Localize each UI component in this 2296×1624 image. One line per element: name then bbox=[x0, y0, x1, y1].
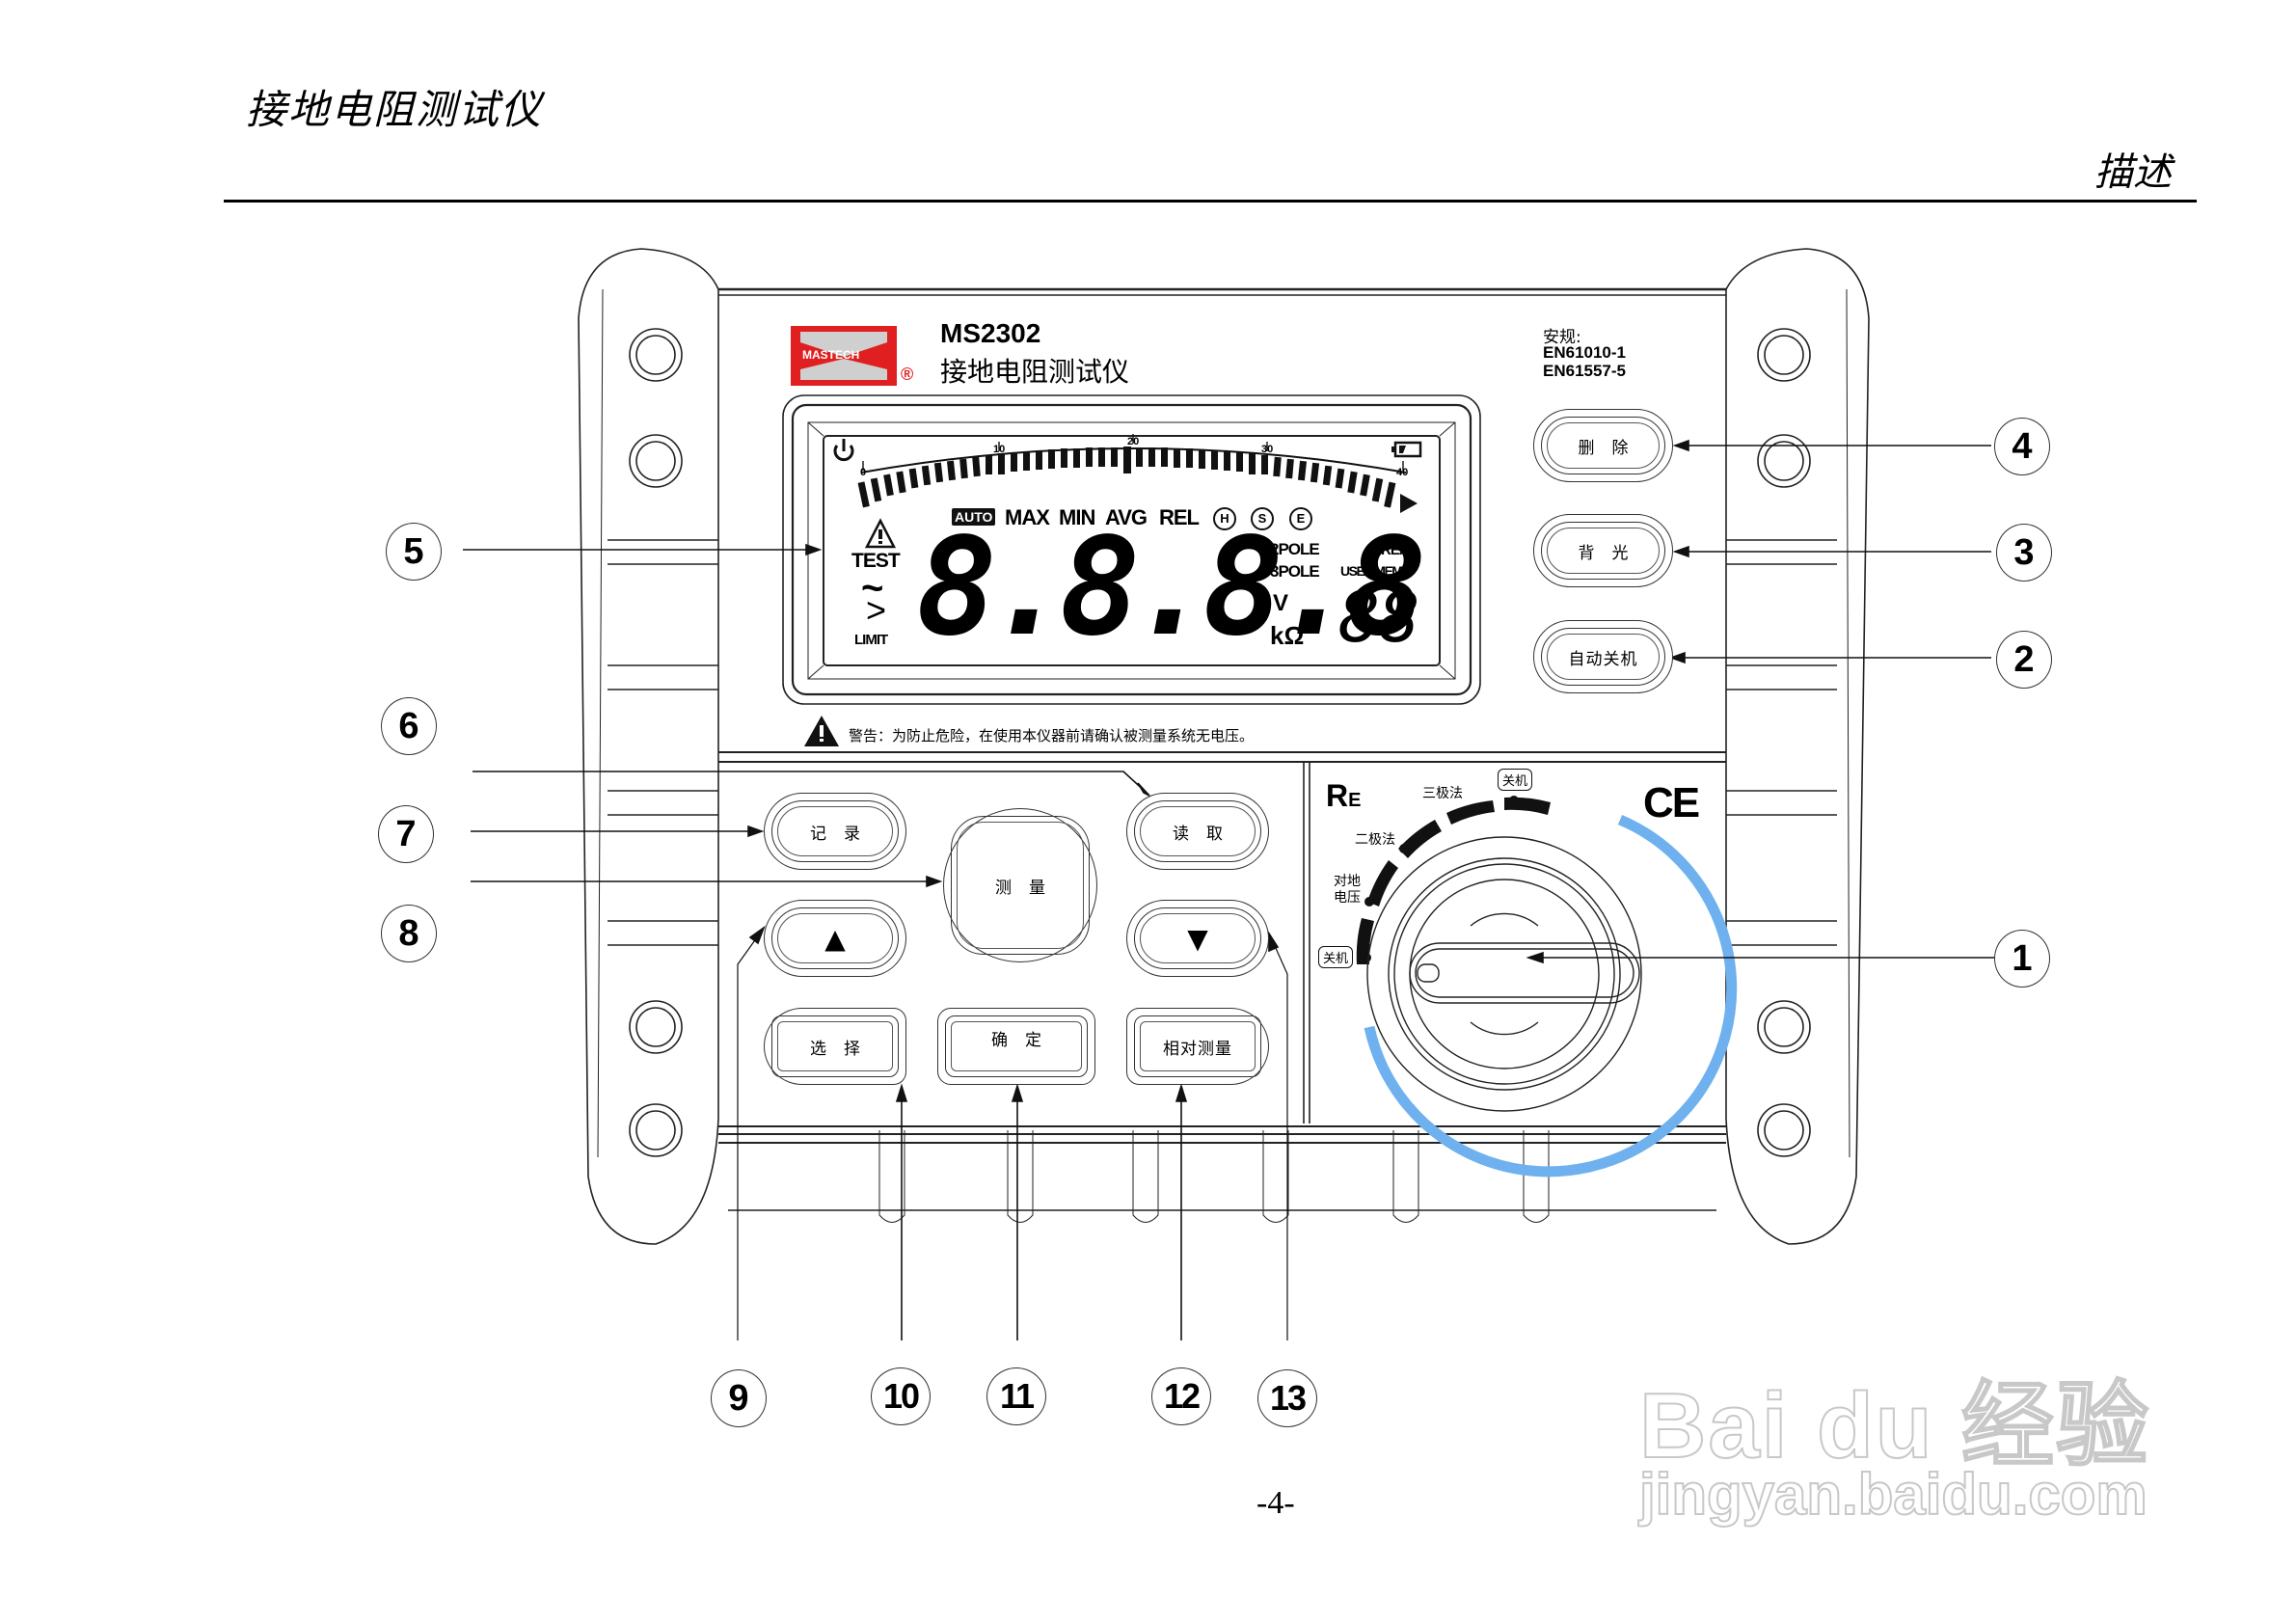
document-title: 接地电阻测试仪 bbox=[246, 86, 544, 133]
lcd-3pole: 3POLE bbox=[1270, 562, 1320, 581]
scale-tick-30: 30 bbox=[1261, 444, 1274, 455]
lcd-bargraph bbox=[857, 434, 1418, 513]
dial-position-three-pole[interactable]: 三极法 bbox=[1422, 786, 1463, 801]
measure-button[interactable]: 测量 bbox=[943, 808, 1097, 962]
callout-5: 5 bbox=[386, 523, 442, 581]
callout-13: 13 bbox=[1257, 1369, 1317, 1427]
scale-tick-10: 10 bbox=[993, 444, 1006, 455]
confirm-button[interactable]: 确定 bbox=[937, 1008, 1095, 1085]
lcd-unit-volt: V bbox=[1273, 590, 1289, 616]
lcd-warning-icon bbox=[864, 518, 897, 549]
lcd-s-indicator: S bbox=[1251, 507, 1274, 530]
read-button[interactable]: 读取 bbox=[1126, 793, 1269, 870]
lcd-max: MAX bbox=[1005, 505, 1050, 529]
backlight-button[interactable]: 背光 bbox=[1533, 514, 1673, 587]
dial-position-two-pole[interactable]: 二极法 bbox=[1355, 832, 1395, 848]
lcd-avg: AVG bbox=[1105, 505, 1148, 529]
brand-label: MASTECH bbox=[802, 348, 860, 362]
lcd-min: MIN bbox=[1059, 505, 1095, 529]
dial-re-label: RE bbox=[1326, 778, 1362, 813]
lcd-rel: REL bbox=[1159, 505, 1200, 529]
dial-position-off-top[interactable]: 关机 bbox=[1498, 769, 1533, 791]
model-number: MS2302 bbox=[940, 318, 1041, 348]
callout-11: 11 bbox=[986, 1367, 1046, 1425]
up-arrow-icon: ▲ bbox=[824, 922, 846, 955]
leader-lines bbox=[463, 439, 1994, 1340]
ce-mark: CE bbox=[1643, 779, 1700, 826]
lcd-2pole: 2POLE bbox=[1270, 540, 1320, 558]
callout-10: 10 bbox=[871, 1367, 931, 1425]
page-number: -4- bbox=[1256, 1485, 1295, 1521]
record-button[interactable]: 记录 bbox=[764, 793, 906, 870]
panel-warning-icon bbox=[804, 716, 839, 746]
standard-1: EN61010-1 bbox=[1543, 343, 1627, 362]
scale-tick-20: 20 bbox=[1127, 436, 1140, 447]
auto-power-off-button[interactable]: 自动关机 bbox=[1533, 620, 1673, 693]
delete-button[interactable]: 删除 bbox=[1533, 409, 1673, 482]
lcd-battery-icon bbox=[1391, 441, 1422, 458]
lcd-auto-indicator: AUTO bbox=[952, 508, 996, 526]
rotary-switch-knob[interactable] bbox=[1410, 943, 1639, 1003]
baidu-watermark-url: jingyan.baidu.com bbox=[1638, 1461, 2148, 1528]
lcd-read: READ bbox=[1381, 542, 1419, 558]
lcd-main-digits: 8.8.8.8 bbox=[916, 509, 1427, 666]
lcd-ac-icon: ~ bbox=[861, 567, 884, 609]
relative-measure-button[interactable]: 相对测量 bbox=[1126, 1008, 1269, 1085]
warning-text: 警告：为防止危险，在使用本仪器前请确认被测量系统无电压。 bbox=[849, 727, 1255, 744]
lcd-h-indicator: H bbox=[1213, 507, 1236, 530]
callout-6: 6 bbox=[381, 697, 437, 755]
lcd-test: TEST bbox=[851, 550, 901, 572]
callout-7: 7 bbox=[378, 805, 434, 863]
dial-position-ground-voltage[interactable]: 对地电压 bbox=[1334, 874, 1361, 906]
mastech-logo bbox=[791, 326, 897, 386]
callout-1: 1 bbox=[1994, 930, 2050, 988]
callout-12: 12 bbox=[1151, 1367, 1211, 1425]
up-button[interactable]: ▲ bbox=[764, 900, 906, 977]
lcd-memo-digits: 88 bbox=[1338, 577, 1420, 658]
callout-3: 3 bbox=[1996, 524, 2052, 582]
callout-4: 4 bbox=[1994, 418, 2050, 475]
callout-9: 9 bbox=[711, 1369, 767, 1427]
select-button[interactable]: 选择 bbox=[764, 1008, 906, 1085]
header-rule bbox=[224, 200, 2197, 203]
down-arrow-icon: ▼ bbox=[1187, 922, 1208, 955]
rotary-dial-graphics bbox=[1356, 796, 1738, 1177]
callout-8: 8 bbox=[381, 905, 437, 962]
lcd-unit-kohm: kΩ bbox=[1270, 621, 1305, 650]
safety-label: 安规: bbox=[1543, 328, 1581, 347]
baidu-watermark-logo: Bai du 经验 bbox=[1638, 1373, 2151, 1478]
scale-tick-0: 0 bbox=[860, 467, 867, 478]
lcd-power-icon bbox=[833, 439, 854, 462]
registered-mark: ® bbox=[901, 365, 914, 384]
standard-2: EN61557-5 bbox=[1543, 362, 1627, 380]
lcd-greater-icon: > bbox=[866, 590, 887, 630]
scale-tick-40: 40 bbox=[1396, 467, 1409, 478]
down-button[interactable]: ▼ bbox=[1126, 900, 1269, 977]
callout-2: 2 bbox=[1996, 631, 2052, 689]
lcd-limit: LIMIT bbox=[854, 632, 888, 648]
section-title: 描述 bbox=[2094, 150, 2172, 195]
lcd-used-memo: USED MEMO bbox=[1340, 563, 1412, 579]
dial-position-off-left[interactable]: 关机 bbox=[1318, 946, 1354, 968]
device-name: 接地电阻测试仪 bbox=[940, 356, 1130, 388]
lcd-e-indicator: E bbox=[1289, 507, 1312, 530]
